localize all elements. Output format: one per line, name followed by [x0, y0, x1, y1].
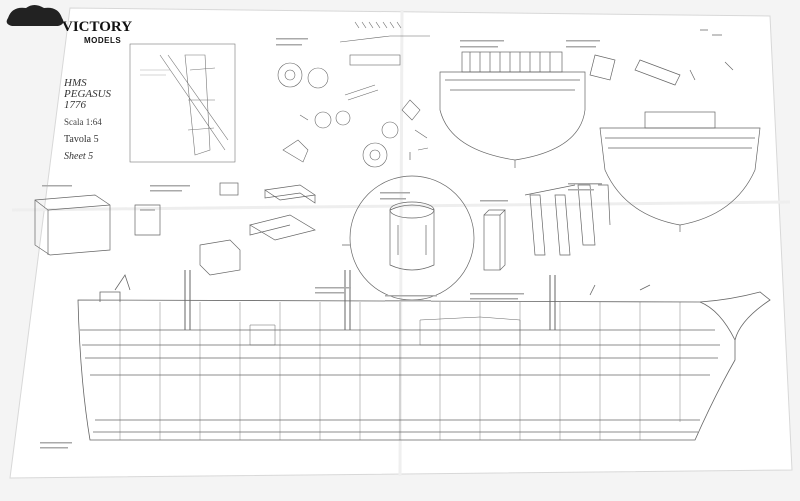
title-line-2: PEGASUS — [64, 88, 112, 100]
detail-posts — [483, 184, 611, 271]
fold-vertical — [398, 9, 404, 477]
brand-sub: MODELS — [84, 36, 122, 45]
detail-hardware — [277, 21, 430, 168]
hull-profile — [77, 270, 771, 441]
sheet-label: Sheet 5 — [64, 151, 94, 162]
tavola-label: Tavola 5 — [64, 134, 99, 145]
title-line-1: HMS — [64, 77, 87, 89]
detail-box-masts — [129, 43, 236, 163]
brand-name: VICTORY — [62, 19, 133, 35]
title-block: HMS PEGASUS 1776 Scala 1:64 Tavola 5 She… — [64, 78, 126, 163]
victory-logo-graphic — [6, 5, 64, 26]
scale-label: Scala 1:64 — [64, 117, 102, 127]
annotation-marks — [40, 38, 602, 449]
title-line-3: 1776 — [64, 99, 86, 111]
stern-view-1 — [439, 51, 586, 168]
detail-cabin — [34, 182, 316, 276]
stern-view-2 — [589, 29, 761, 232]
